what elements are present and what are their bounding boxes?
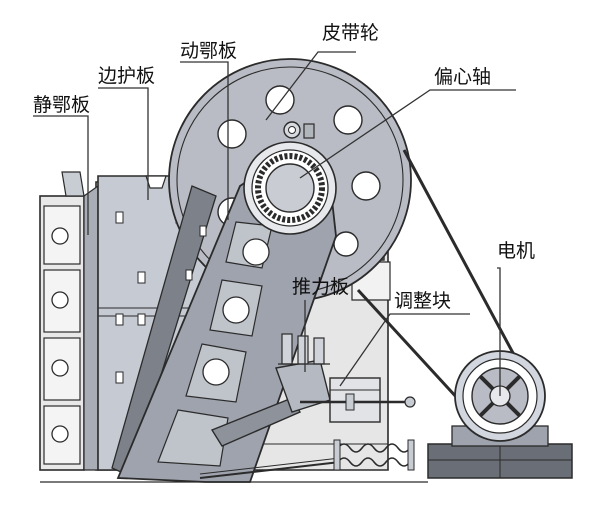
leader-moving-jaw bbox=[180, 61, 229, 220]
leader-pulley bbox=[265, 51, 356, 121]
leader-side-guard bbox=[98, 87, 149, 200]
label-toggle-plate: 推力板 bbox=[292, 276, 350, 298]
moving-jaw bbox=[111, 166, 337, 483]
callout-leaders bbox=[33, 51, 516, 396]
label-adjust-block: 调整块 bbox=[394, 290, 452, 312]
leader-fixed-jaw bbox=[33, 115, 89, 235]
adjustment-block bbox=[300, 377, 416, 423]
label-fixed-jaw: 静鄂板 bbox=[33, 94, 91, 116]
label-eccentric-shaft: 偏心轴 bbox=[434, 66, 492, 88]
tension-spring bbox=[199, 439, 415, 479]
label-moving-jaw: 动鄂板 bbox=[180, 40, 238, 62]
leader-eccentric-shaft bbox=[299, 89, 516, 179]
leader-motor bbox=[497, 267, 501, 396]
drive-belt bbox=[356, 149, 522, 414]
label-motor: 电机 bbox=[497, 240, 536, 262]
label-pulley: 皮带轮 bbox=[322, 22, 380, 44]
label-side-guard: 边护板 bbox=[98, 65, 156, 87]
leader-adjust-block bbox=[339, 313, 470, 387]
left-frame-blocks bbox=[39, 171, 99, 471]
toggle-plate bbox=[210, 333, 331, 447]
